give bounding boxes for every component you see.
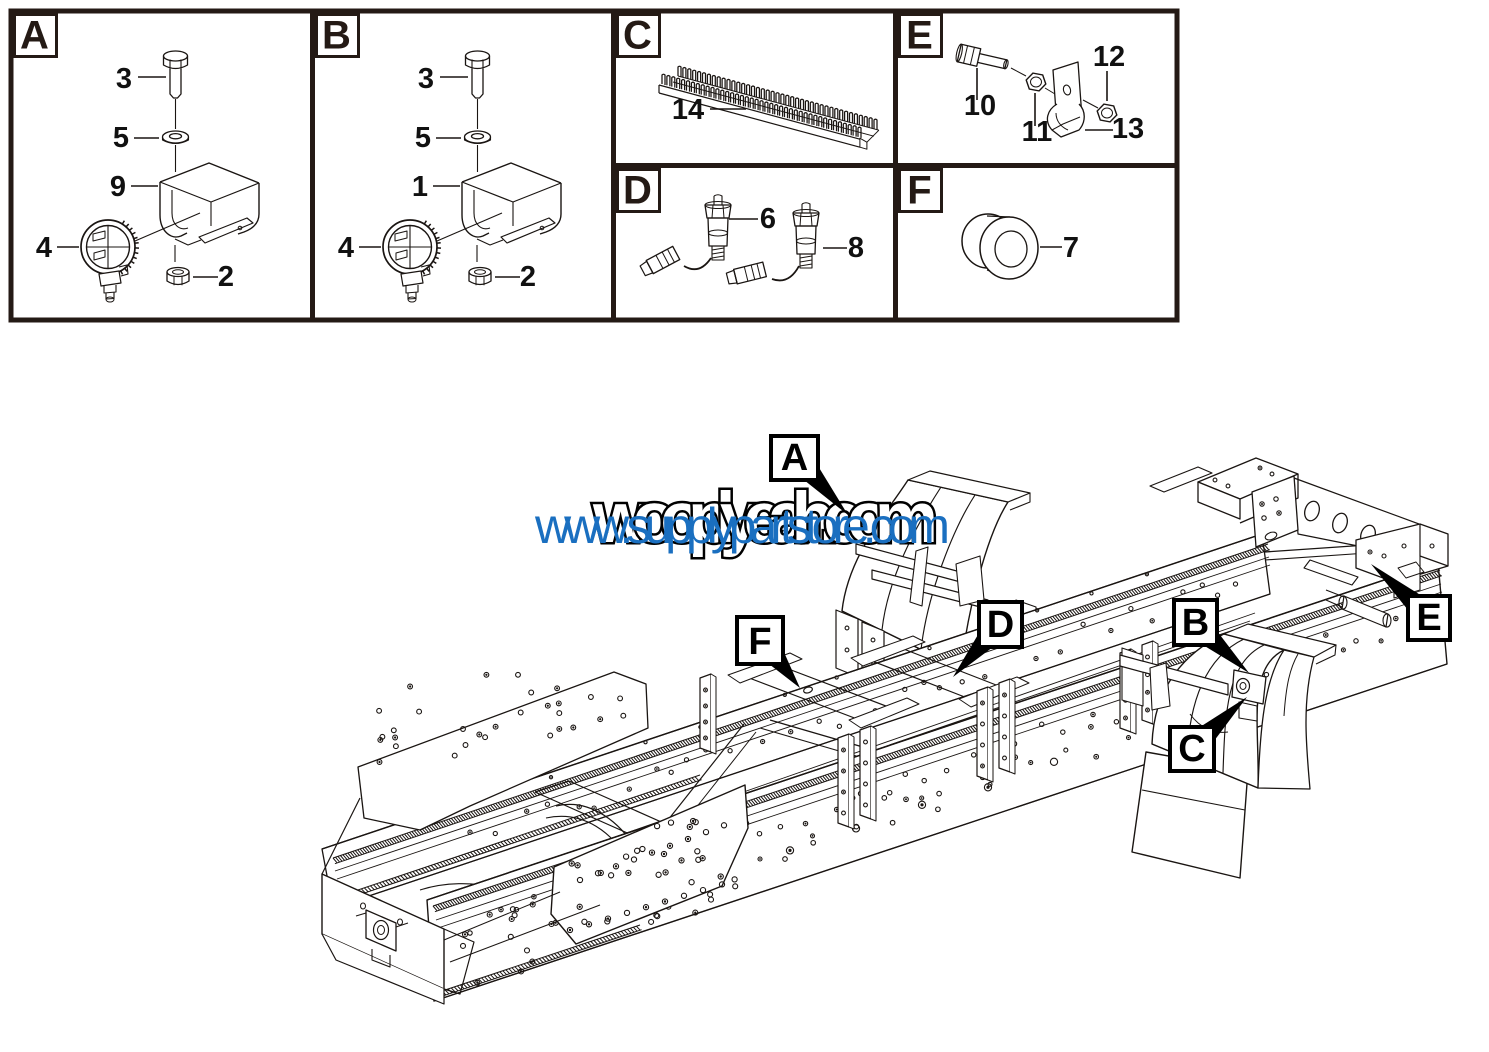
svg-text:www.supplypartstore.com: www.supplypartstore.com [534, 498, 950, 554]
svg-text:8: 8 [848, 232, 864, 264]
svg-text:10: 10 [964, 90, 996, 122]
svg-text:5: 5 [415, 122, 431, 154]
svg-text:9: 9 [110, 171, 126, 203]
svg-text:F: F [748, 621, 771, 663]
svg-text:6: 6 [760, 203, 776, 235]
svg-text:C: C [1178, 728, 1205, 770]
svg-text:3: 3 [418, 63, 434, 95]
svg-text:F: F [907, 169, 931, 213]
svg-text:5: 5 [113, 122, 129, 154]
svg-text:12: 12 [1093, 41, 1125, 73]
svg-text:11: 11 [1022, 116, 1053, 148]
svg-text:C: C [623, 14, 652, 58]
svg-text:E: E [1416, 597, 1441, 639]
svg-text:B: B [322, 14, 351, 58]
svg-text:2: 2 [218, 261, 234, 293]
svg-text:B: B [1182, 602, 1209, 644]
svg-text:D: D [623, 169, 652, 213]
svg-text:A: A [20, 14, 49, 58]
svg-text:7: 7 [1063, 232, 1079, 264]
svg-text:E: E [906, 14, 933, 58]
svg-text:3: 3 [116, 63, 132, 95]
svg-text:2: 2 [520, 261, 536, 293]
svg-text:1: 1 [412, 171, 428, 203]
svg-text:D: D [987, 604, 1014, 646]
svg-text:wooplyeah.com: wooplyeah.com [592, 479, 938, 558]
svg-text:14: 14 [672, 94, 704, 126]
svg-text:4: 4 [36, 232, 52, 264]
svg-text:13: 13 [1112, 113, 1144, 145]
svg-text:4: 4 [338, 232, 354, 264]
svg-text:A: A [781, 437, 808, 479]
